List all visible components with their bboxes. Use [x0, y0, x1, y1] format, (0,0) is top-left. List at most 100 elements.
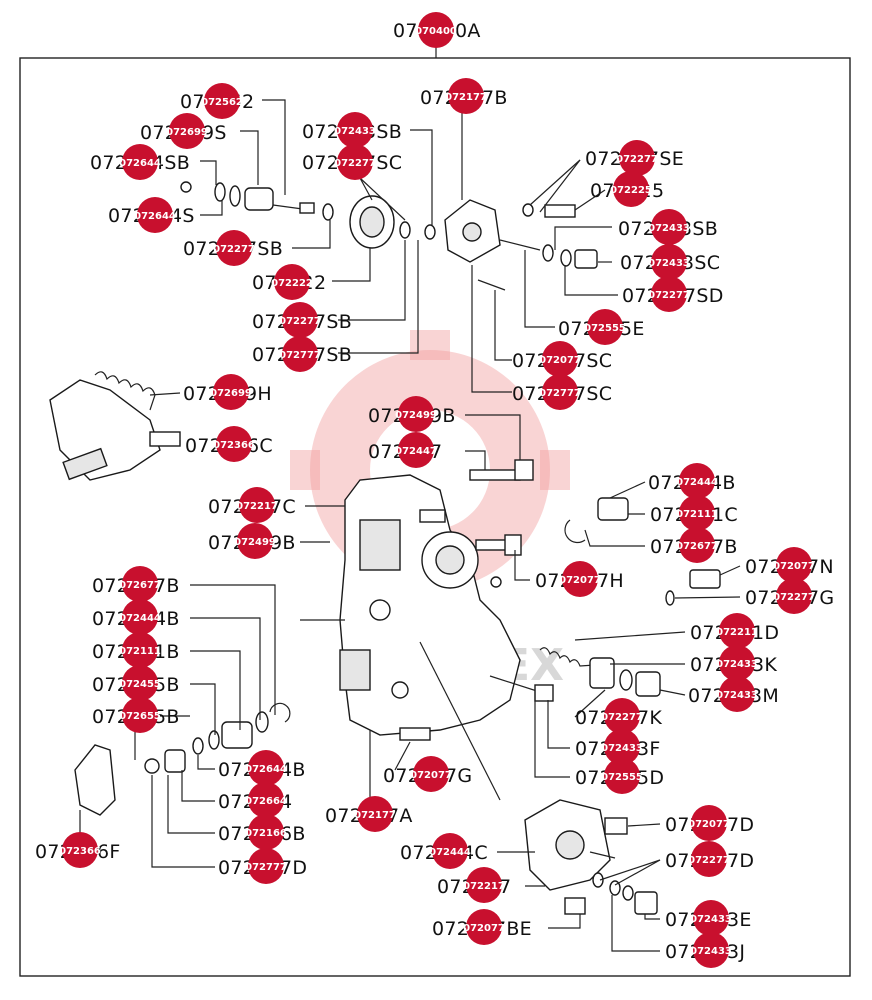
svg-text:072655: 072655: [119, 711, 161, 722]
pin-072277g[interactable]: 072277: [773, 578, 815, 614]
pin-072644s[interactable]: 072644: [134, 197, 176, 233]
assembly-frame: [19, 57, 851, 977]
pin-072433sc[interactable]: 072433: [648, 244, 690, 280]
pin-072077g[interactable]: 072077: [410, 756, 452, 792]
pin-072677b-2[interactable]: 072677: [119, 566, 161, 602]
pin-072699s[interactable]: 072699: [166, 113, 208, 149]
pin-072499b-1[interactable]: 072499: [395, 396, 437, 432]
svg-text:072699: 072699: [166, 127, 208, 138]
pin-072111c[interactable]: 072111: [676, 495, 718, 531]
pin-072217[interactable]: 072217: [463, 867, 505, 903]
pin-072177b[interactable]: 072177: [445, 78, 487, 114]
pin-072499b-2[interactable]: 072499: [234, 523, 276, 559]
svg-text:072644: 072644: [245, 764, 287, 775]
svg-text:072677: 072677: [676, 541, 718, 552]
pin-072664[interactable]: 072664: [245, 782, 287, 818]
svg-text:072277: 072277: [648, 290, 690, 301]
svg-text:072077: 072077: [773, 561, 815, 572]
pin-072211d[interactable]: 072211: [716, 613, 758, 649]
pin-072077h[interactable]: 072077: [559, 561, 601, 597]
svg-text:072444: 072444: [676, 477, 718, 488]
svg-text:072111: 072111: [676, 509, 718, 520]
svg-text:072699: 072699: [210, 388, 252, 399]
pin-072177a[interactable]: 072177: [354, 796, 396, 832]
pin-072222[interactable]: 072222: [271, 264, 313, 300]
pin-072677b-1[interactable]: 072677: [676, 527, 718, 563]
pin-072433k[interactable]: 072433: [716, 645, 758, 681]
svg-text:072433: 072433: [648, 258, 690, 269]
pin-072433m[interactable]: 072433: [716, 676, 758, 712]
right-valve-stack: [399, 647, 661, 741]
svg-text:072433: 072433: [601, 743, 643, 754]
pin-072077be[interactable]: 072077: [463, 909, 505, 945]
svg-text:072644: 072644: [119, 158, 161, 169]
pin-072777sc[interactable]: 072777: [539, 374, 581, 410]
svg-text:072217: 072217: [463, 881, 505, 892]
pin-072444b-2[interactable]: 072444: [119, 599, 161, 635]
svg-text:072777: 072777: [539, 388, 581, 399]
pin-072444c[interactable]: 072444: [429, 833, 471, 869]
pin-072699h[interactable]: 072699: [210, 374, 252, 410]
svg-text:072077: 072077: [559, 575, 601, 586]
svg-text:072444: 072444: [429, 847, 471, 858]
pin-072644sb[interactable]: 072644: [119, 144, 161, 180]
pin-072277k[interactable]: 072277: [601, 698, 643, 734]
pin-072077d[interactable]: 072077: [688, 805, 730, 841]
pin-072366f[interactable]: 072366: [59, 832, 101, 868]
pin-072455b[interactable]: 072455: [119, 665, 161, 701]
svg-text:072499: 072499: [395, 410, 437, 421]
pin-072277sc[interactable]: 072277: [334, 144, 376, 180]
leader-lines: [79, 99, 741, 952]
pin-072444b-1[interactable]: 072444: [676, 463, 718, 499]
pin-072777d[interactable]: 072777: [245, 848, 287, 884]
svg-text:072077: 072077: [688, 819, 730, 830]
svg-text:072111: 072111: [119, 646, 161, 657]
svg-text:072777: 072777: [279, 350, 321, 361]
svg-text:072555: 072555: [584, 323, 626, 334]
pin-072555d[interactable]: 072555: [601, 758, 643, 794]
pin-072433j[interactable]: 072433: [690, 932, 732, 968]
pin-072433f[interactable]: 072433: [601, 729, 643, 765]
top-cap-part: [444, 199, 598, 291]
svg-text:072366: 072366: [213, 440, 255, 451]
pin-072277sb-2[interactable]: 072277: [279, 302, 321, 338]
pin-072555e[interactable]: 072555: [584, 309, 626, 345]
svg-text:072677: 072677: [119, 580, 161, 591]
pin-072433sb-2[interactable]: 072433: [648, 209, 690, 245]
pin-072447[interactable]: 072447: [395, 432, 437, 468]
svg-text:072562: 072562: [201, 97, 243, 108]
pin-070400[interactable]: 070400: [415, 12, 457, 48]
pin-072366c[interactable]: 072366: [213, 426, 255, 462]
svg-text:070400: 070400: [415, 26, 457, 37]
pin-072644b[interactable]: 072644: [245, 750, 287, 786]
pin-072655b[interactable]: 072655: [119, 697, 161, 733]
svg-text:072499: 072499: [234, 537, 276, 548]
pin-072077sc[interactable]: 072077: [539, 341, 581, 377]
svg-text:072217: 072217: [236, 501, 278, 512]
pin-072777sb[interactable]: 072777: [279, 336, 321, 372]
svg-text:072177: 072177: [354, 810, 396, 821]
pin-072433sb-1[interactable]: 072433: [334, 112, 376, 148]
pin-072562[interactable]: 072562: [201, 83, 243, 119]
svg-text:072211: 072211: [716, 627, 758, 638]
pin-072433e[interactable]: 072433: [690, 900, 732, 936]
pin-072277d[interactable]: 072277: [688, 841, 730, 877]
pin-072277sb-1[interactable]: 072277: [213, 230, 255, 266]
spring-lever-assembly: [49, 371, 181, 481]
pin-072217c[interactable]: 072217: [236, 487, 278, 523]
pin-072166b[interactable]: 072166: [245, 814, 287, 850]
top-left-shaft-assembly: [180, 181, 334, 221]
pin-072277sd[interactable]: 072277: [648, 276, 690, 312]
svg-text:072455: 072455: [119, 679, 161, 690]
pin-072225[interactable]: 072225: [610, 171, 652, 207]
pin-072111b[interactable]: 072111: [119, 632, 161, 668]
svg-text:072644: 072644: [134, 211, 176, 222]
svg-text:072444: 072444: [119, 613, 161, 624]
svg-text:072077: 072077: [463, 923, 505, 934]
pin-072077n[interactable]: 072077: [773, 547, 815, 583]
pin-072277se[interactable]: 072277: [616, 140, 658, 176]
svg-text:072077: 072077: [539, 355, 581, 366]
svg-text:072447: 072447: [395, 446, 437, 457]
